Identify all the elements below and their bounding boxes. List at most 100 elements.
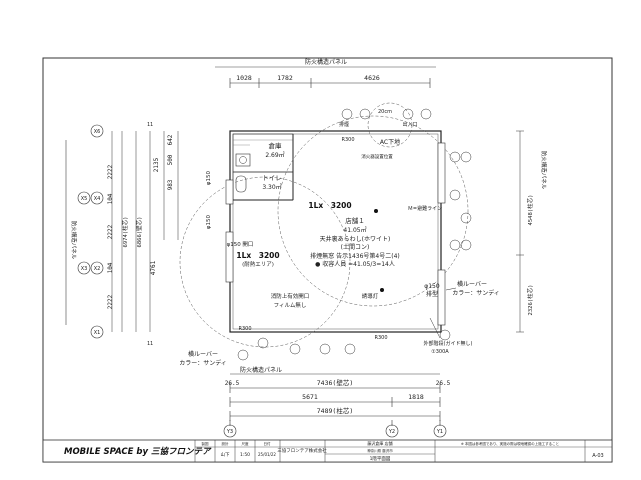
toilet-name: トイレ bbox=[262, 174, 282, 182]
bottom-dim-wall-total: 7436(壁芯) bbox=[317, 378, 353, 387]
left-dim-104-a: 104 bbox=[107, 193, 114, 204]
bottom-right-note-1: 外部階段(ガイド無し) bbox=[424, 340, 473, 347]
storage-name: 倉庫 bbox=[269, 141, 283, 150]
store-capacity: ● 収容人員 =41.05/3=14人 bbox=[315, 260, 395, 268]
ac-label: AC下地 bbox=[380, 138, 400, 146]
left-dim-983: 983 bbox=[167, 179, 174, 190]
dim-20cm: 20cm bbox=[378, 109, 392, 115]
lux-lower: 1Lx 3200 bbox=[236, 251, 279, 260]
side-window-label: φ150 開口 bbox=[227, 241, 254, 248]
window-left-lower bbox=[225, 231, 234, 283]
sink-fixture bbox=[235, 153, 251, 167]
circled-markers bbox=[237, 108, 472, 361]
top-dim-1: 1028 bbox=[236, 74, 252, 82]
axis-x3: X3 bbox=[81, 266, 88, 272]
window-note-2: フィルム無し bbox=[274, 301, 307, 309]
toilet-area: 3.30㎡ bbox=[262, 183, 281, 191]
fire-panel-label-top: 防火構造パネル bbox=[305, 58, 347, 66]
lux-upper: 1Lx 3200 bbox=[308, 201, 351, 210]
window-left-upper bbox=[225, 179, 234, 205]
axis-x2: X2 bbox=[94, 266, 101, 272]
fire-ext-label: 誘導灯 bbox=[362, 292, 379, 300]
left-dim-4761: 4761 bbox=[150, 260, 157, 275]
fire-panel-label-bottom: 防火構造パネル bbox=[240, 366, 282, 374]
store-ceiling-sub: (土間コン) bbox=[341, 243, 370, 251]
wall-ext-r300-top: R300 bbox=[341, 137, 354, 143]
tb-designer: 山下 bbox=[221, 451, 230, 458]
store-name: 店舗１ bbox=[345, 216, 365, 225]
store-area: 41.05㎡ bbox=[343, 226, 366, 234]
tb-project-name: 藤沢倉庫 店舗 bbox=[367, 440, 392, 446]
side-window-right: φ150 bbox=[424, 283, 440, 290]
building-outline bbox=[229, 130, 442, 333]
top-dim-3: 4626 bbox=[364, 74, 380, 82]
right-dim-2326: 2326(柱芯) bbox=[526, 285, 534, 316]
axis-y1: Y1 bbox=[436, 429, 443, 435]
hatch-label: 消火器設置位置 bbox=[361, 153, 393, 160]
left-dim-2135: 2135 bbox=[153, 157, 160, 172]
tb-sheet-no: A-03 bbox=[592, 453, 603, 459]
window-note-1: 消防上有効開口 bbox=[271, 292, 310, 300]
tb-drawing-name: 1階平面図 bbox=[370, 455, 391, 462]
fire-panel-label-left: 防火構造パネル bbox=[70, 221, 78, 260]
wall-ext-r300-bottom-right: R300 bbox=[374, 335, 387, 341]
tb-project-address: 神奈川県 藤沢市 bbox=[367, 448, 393, 453]
tb-company: 三協フロンテア株式会社 bbox=[277, 447, 327, 454]
window-right-upper bbox=[437, 142, 446, 204]
bottom-dim-column-total: 7489(柱芯) bbox=[317, 406, 353, 415]
vent-label: 排煙 bbox=[339, 121, 349, 128]
top-dim-2: 1782 bbox=[277, 74, 293, 82]
louver-right-line1: 横ルーバー bbox=[457, 280, 487, 288]
axis-x5: X5 bbox=[81, 196, 88, 202]
axis-x4: X4 bbox=[94, 196, 101, 202]
side-window-right-sub: 排型 bbox=[426, 290, 438, 298]
tb-date: 25/01/22 bbox=[258, 452, 276, 457]
axis-x1: X1 bbox=[94, 330, 101, 336]
tb-label-draft: 製図 bbox=[202, 441, 209, 446]
tb-label-scale: 尺度 bbox=[242, 441, 249, 446]
window-left-label-upper: φ150 bbox=[206, 170, 212, 185]
lux-lower-sub: (耐熱エリア) bbox=[242, 260, 274, 268]
small-top-11: 11 bbox=[147, 122, 153, 128]
louver-left-line1: 横ルーバー bbox=[188, 350, 218, 358]
toilet-fixture bbox=[235, 175, 247, 193]
left-dim-104-b: 104 bbox=[107, 262, 114, 273]
center-point bbox=[374, 209, 378, 213]
stair-hatch bbox=[233, 139, 293, 146]
evacuation-line-note: Ｍ=避難ライン bbox=[408, 205, 442, 212]
light-coverage-arcs bbox=[179, 102, 469, 348]
tb-notes: ※ 本図は参考図であり、実施の際は現地確認の上施工すること bbox=[461, 441, 559, 446]
axis-x6: X6 bbox=[94, 129, 101, 135]
louver-right-line2: カラー：サンディ bbox=[452, 289, 500, 297]
left-dim-500: 500 bbox=[167, 154, 174, 165]
storage-area: 2.69㎡ bbox=[265, 151, 284, 159]
window-right-lower bbox=[437, 269, 446, 326]
bottom-dim-edge-left: 26.5 bbox=[225, 380, 240, 387]
tb-label-date: 日付 bbox=[264, 441, 272, 446]
fire-panel-label-right: 防火構造パネル bbox=[540, 151, 548, 190]
left-dim-total-a: 6974(柱芯) bbox=[121, 217, 129, 248]
title-block bbox=[42, 439, 613, 463]
sheet-border bbox=[42, 57, 613, 463]
axis-y3: Y3 bbox=[226, 429, 233, 435]
axis-y2: Y2 bbox=[388, 429, 395, 435]
tb-label-design: 設計 bbox=[222, 441, 229, 446]
bottom-dimensions bbox=[229, 383, 441, 426]
louver-left-line2: カラー：サンディ bbox=[179, 359, 227, 367]
small-bottom-11: 11 bbox=[147, 341, 153, 347]
title-logo: MOBILE SPACE by 三協フロンテア bbox=[64, 446, 212, 457]
left-dim-2222-a: 2222 bbox=[107, 164, 114, 179]
tb-scale: 1:50 bbox=[240, 452, 250, 458]
left-dim-2222-c: 2222 bbox=[107, 294, 114, 309]
exit-label: 出入口 bbox=[402, 121, 417, 128]
left-dim-2222-b: 2222 bbox=[107, 224, 114, 239]
left-dim-total-b: 6866(壁芯) bbox=[135, 217, 143, 248]
left-dim-642: 642 bbox=[167, 134, 174, 145]
bottom-dim-part-b: 1818 bbox=[408, 393, 424, 401]
wall-ext-r300-bottom: R300 bbox=[238, 326, 251, 332]
bottom-dim-part-a: 5671 bbox=[302, 393, 318, 401]
window-left-label-lower: φ150 bbox=[206, 214, 212, 229]
bottom-axis-labels: Y3 Y2 Y1 bbox=[223, 424, 447, 438]
